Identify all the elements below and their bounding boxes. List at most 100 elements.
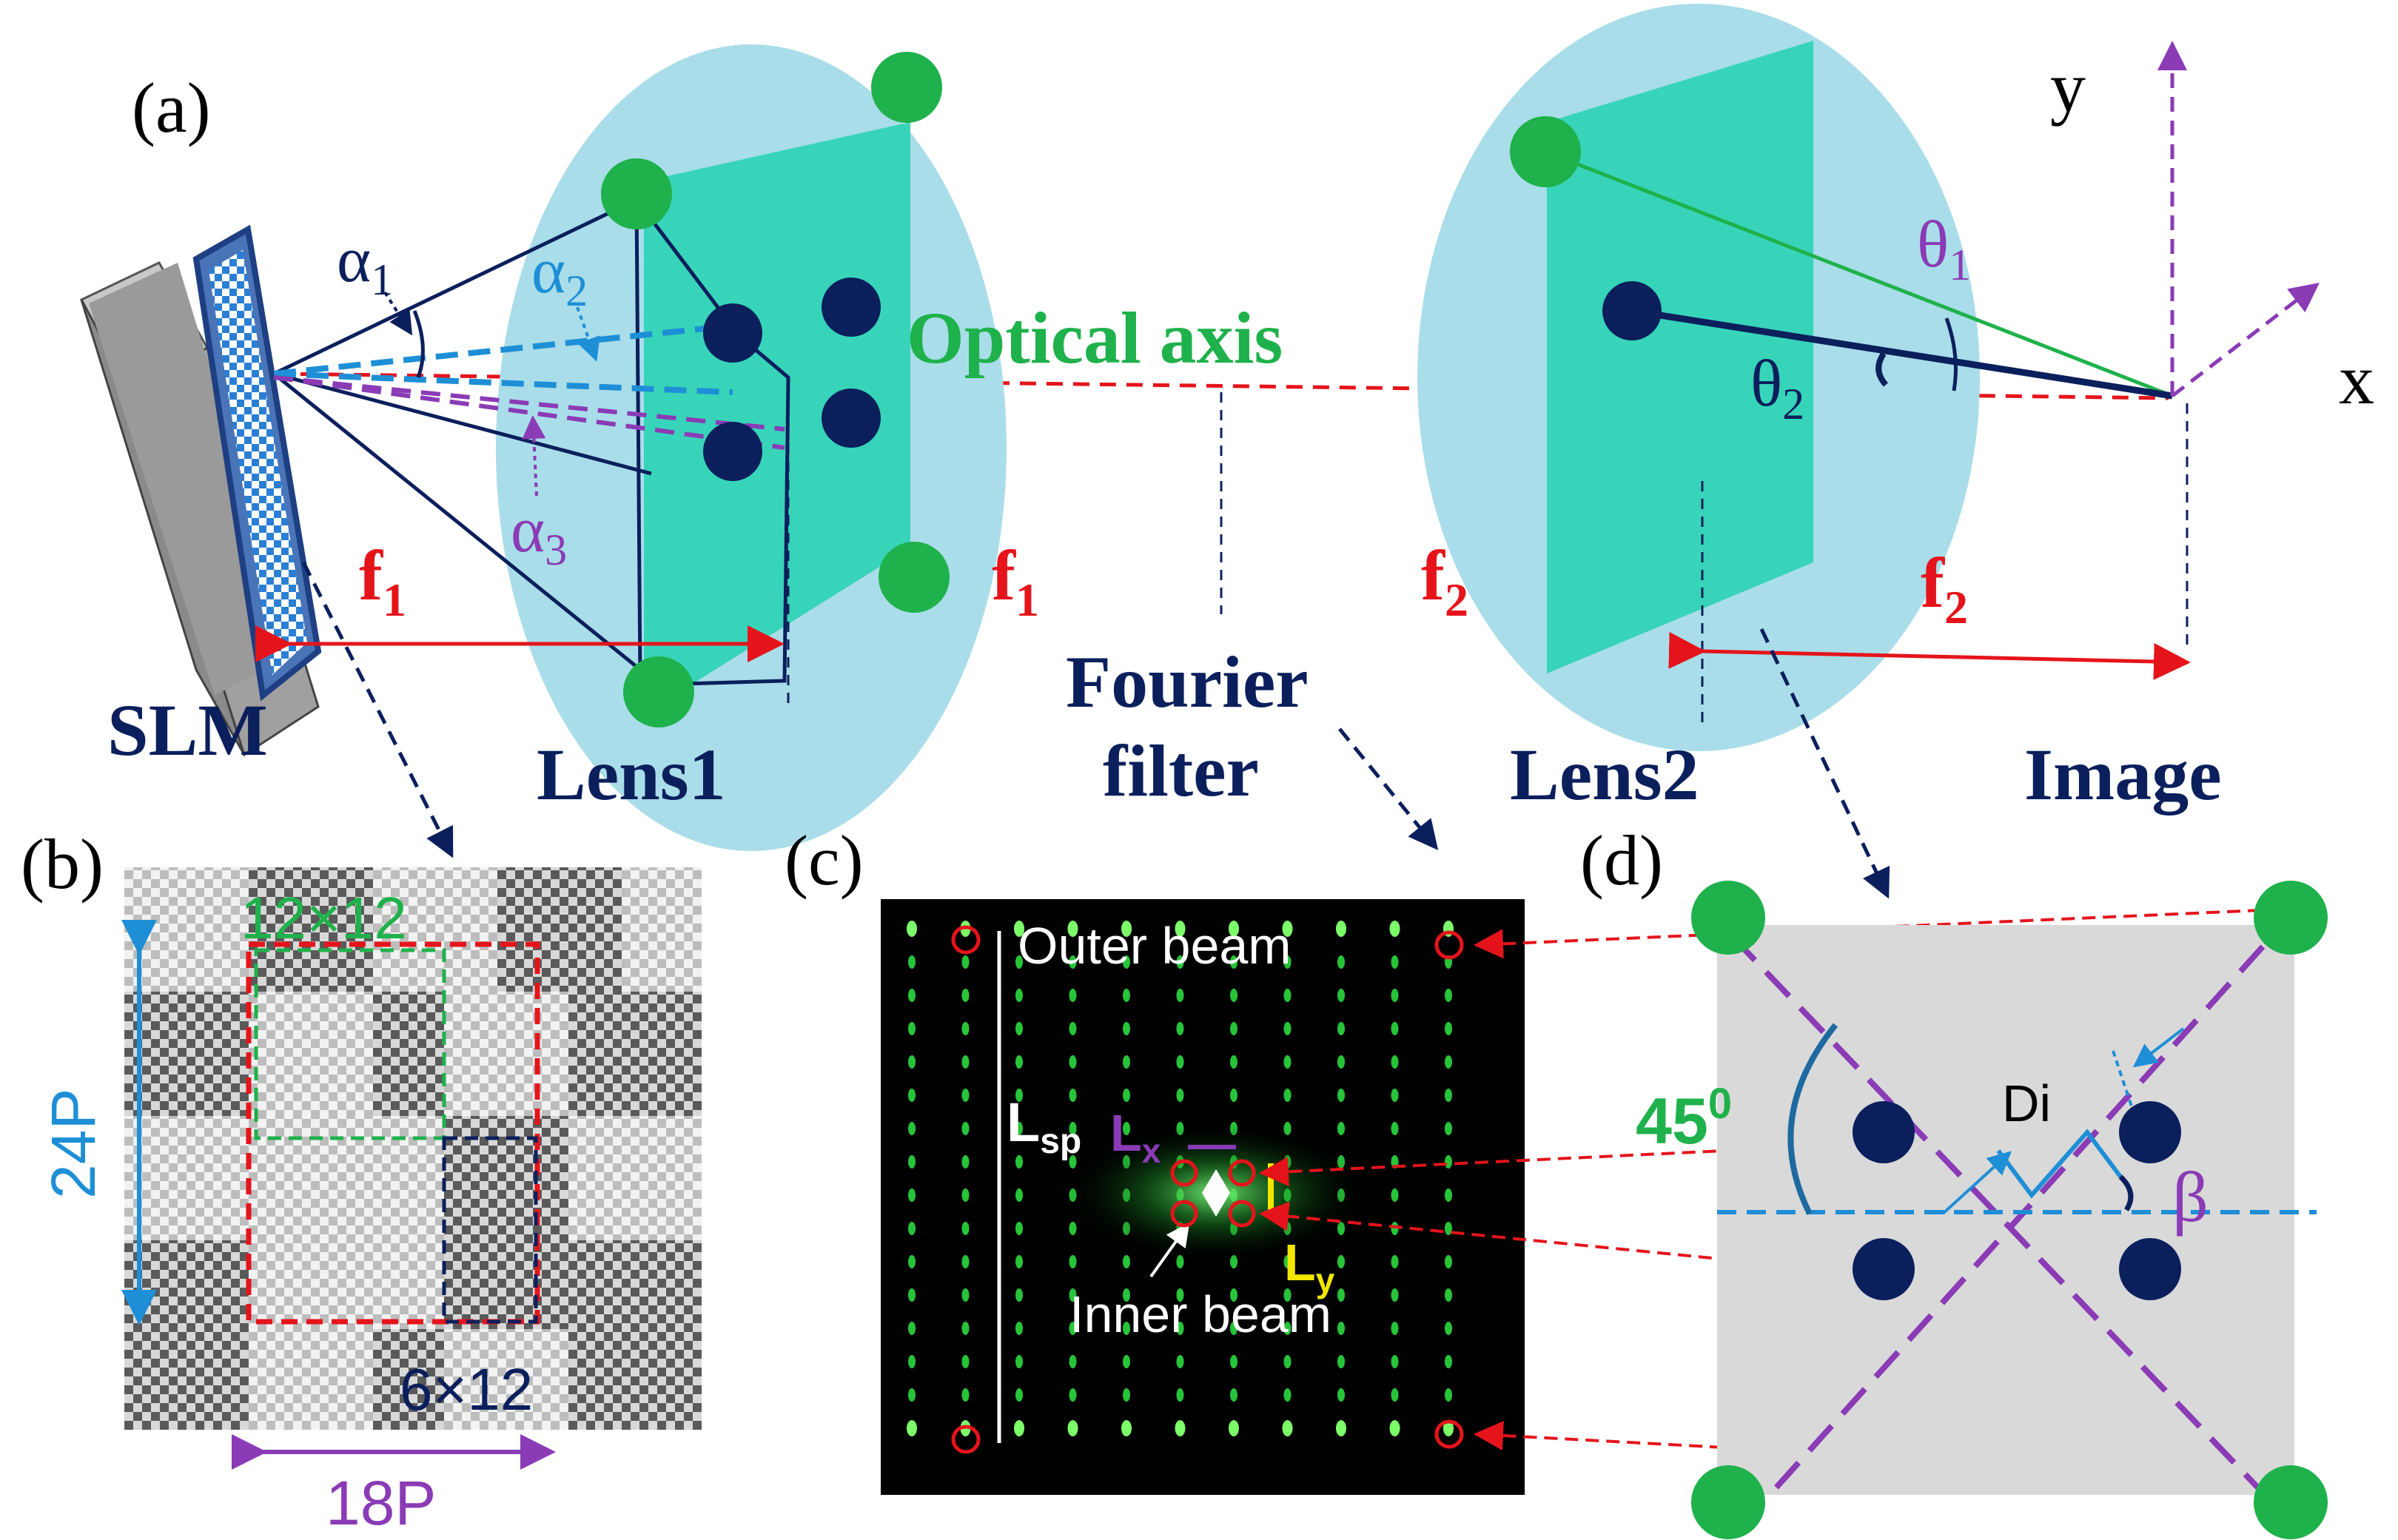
diffraction-spot	[908, 1388, 916, 1402]
diffraction-spot	[1337, 955, 1345, 969]
diffraction-spot	[1445, 1355, 1452, 1368]
panel-label-d: (d)	[1580, 821, 1663, 900]
beta-arc	[2118, 1174, 2134, 1211]
angle-45-label: 450	[1636, 1080, 1732, 1157]
diffraction-spot	[1014, 921, 1024, 937]
diffraction-spot	[1015, 1322, 1023, 1335]
connector-c-to-d	[1474, 909, 2262, 959]
diffraction-spot	[1283, 1355, 1292, 1368]
diffraction-spot	[961, 1288, 970, 1302]
alpha2-ray-upper	[273, 323, 733, 377]
di-bracket	[1996, 1129, 2123, 1199]
diffraction-spot	[1176, 1322, 1184, 1335]
diffraction-spot	[1445, 1188, 1452, 1202]
lens2-plate	[1547, 41, 1813, 673]
diffraction-spot	[1443, 1420, 1454, 1436]
diffraction-spot	[1069, 1322, 1077, 1335]
beta-label: β	[2172, 1157, 2209, 1237]
diffraction-spot	[961, 1022, 970, 1035]
alpha3-label: α3	[511, 494, 567, 574]
block-6x12-label: 6×12	[400, 1356, 533, 1422]
lens1-inner-spot	[703, 303, 762, 363]
di-label: Di	[2002, 1075, 2051, 1132]
diffraction-spot	[1069, 1089, 1077, 1102]
diffraction-spot	[1015, 1188, 1023, 1202]
diffraction-spot	[1230, 1288, 1237, 1302]
diffraction-spot	[1230, 1388, 1237, 1402]
diffraction-spot	[908, 1055, 916, 1069]
diffraction-spot	[1175, 921, 1186, 937]
diffraction-spot	[1176, 1288, 1184, 1302]
diffraction-spot	[1015, 1022, 1023, 1035]
theta1-arc	[1944, 317, 1958, 391]
alpha3-pointer	[522, 415, 546, 497]
diffraction-spot	[1123, 1055, 1130, 1069]
diffraction-spot	[1230, 1322, 1237, 1335]
inner-beam-marker	[1228, 1159, 1256, 1187]
diffraction-spot	[1391, 1355, 1399, 1368]
l-y-label: Ly	[1284, 1234, 1335, 1299]
diffraction-spot	[1015, 1055, 1023, 1069]
diffraction-spot	[907, 1420, 917, 1436]
alpha1-label: α1	[337, 224, 393, 304]
f2-right-label: f2	[1921, 543, 1968, 633]
diffraction-spot	[1391, 1322, 1399, 1335]
diffraction-spot	[1067, 921, 1078, 937]
diffraction-spot	[1283, 989, 1292, 1002]
diffraction-spot	[1015, 1255, 1023, 1268]
lens2-ray-inner	[1631, 307, 2173, 400]
zero-order-spot	[1202, 1169, 1230, 1217]
diffraction-spot	[1176, 955, 1184, 969]
angle-45-arc	[1787, 1023, 1838, 1215]
image-label: Image	[2024, 733, 2222, 816]
outer-beam-marker	[1434, 1419, 1464, 1449]
diffraction-spot	[1282, 1420, 1293, 1436]
diffraction-spot	[1230, 1055, 1237, 1069]
diffraction-spot	[1337, 1055, 1345, 1069]
diffraction-spot	[961, 1222, 970, 1235]
f1-left-label: f1	[359, 536, 406, 626]
lens1-inner-spot	[822, 278, 881, 337]
lens1-outer-spot	[623, 656, 694, 727]
axis-y-label: y	[2050, 47, 2086, 127]
diffraction-spot	[1445, 1288, 1452, 1302]
diffraction-spot	[1069, 1222, 1077, 1235]
diffraction-spot	[1445, 1322, 1452, 1335]
image-outer-spot	[1691, 1465, 1765, 1539]
diffraction-spot	[1283, 1255, 1292, 1268]
diffraction-spot	[1391, 955, 1399, 969]
diffraction-spot	[961, 1255, 970, 1268]
theta1-label: θ1	[1917, 208, 1971, 289]
diffraction-spot	[1067, 1420, 1078, 1436]
lens1-inner-spot	[703, 422, 762, 481]
block-12x12-label: 12×12	[241, 885, 407, 951]
diffraction-spot	[908, 989, 916, 1002]
inner-beam-marker	[1228, 1200, 1256, 1228]
diffraction-spot	[1337, 1122, 1345, 1135]
period-boundary-red	[246, 941, 540, 1325]
period-horizontal-label: 18P	[326, 1468, 436, 1538]
image-inner-spot	[2119, 1238, 2181, 1300]
diffraction-spot	[1175, 1420, 1186, 1436]
connector-slm-to-b	[301, 561, 454, 858]
theta2-arc	[1875, 352, 1889, 387]
diffraction-spot	[1015, 1288, 1023, 1302]
diffraction-spot	[1015, 1089, 1023, 1102]
diffraction-spot	[1015, 1155, 1023, 1169]
lens2-inner-spot	[1602, 281, 1662, 340]
diffraction-spot	[1230, 1022, 1237, 1035]
diffraction-spot	[1123, 1089, 1130, 1102]
diffraction-spot	[1123, 1122, 1130, 1135]
lens2-ray-outer	[1545, 149, 2173, 398]
diffraction-spot	[1176, 1089, 1184, 1102]
diagonal-line	[1730, 934, 2267, 1497]
diffraction-spot	[908, 1089, 916, 1102]
diffraction-spot	[1230, 989, 1237, 1002]
diffraction-spot	[908, 1255, 916, 1268]
panel-label-a: (a)	[132, 68, 211, 147]
diffraction-spot	[1176, 989, 1184, 1002]
diffraction-spot	[1445, 1055, 1452, 1069]
alpha2-label: α2	[531, 235, 588, 315]
diffraction-spot	[1282, 921, 1293, 937]
diffraction-spot	[1069, 1122, 1077, 1135]
